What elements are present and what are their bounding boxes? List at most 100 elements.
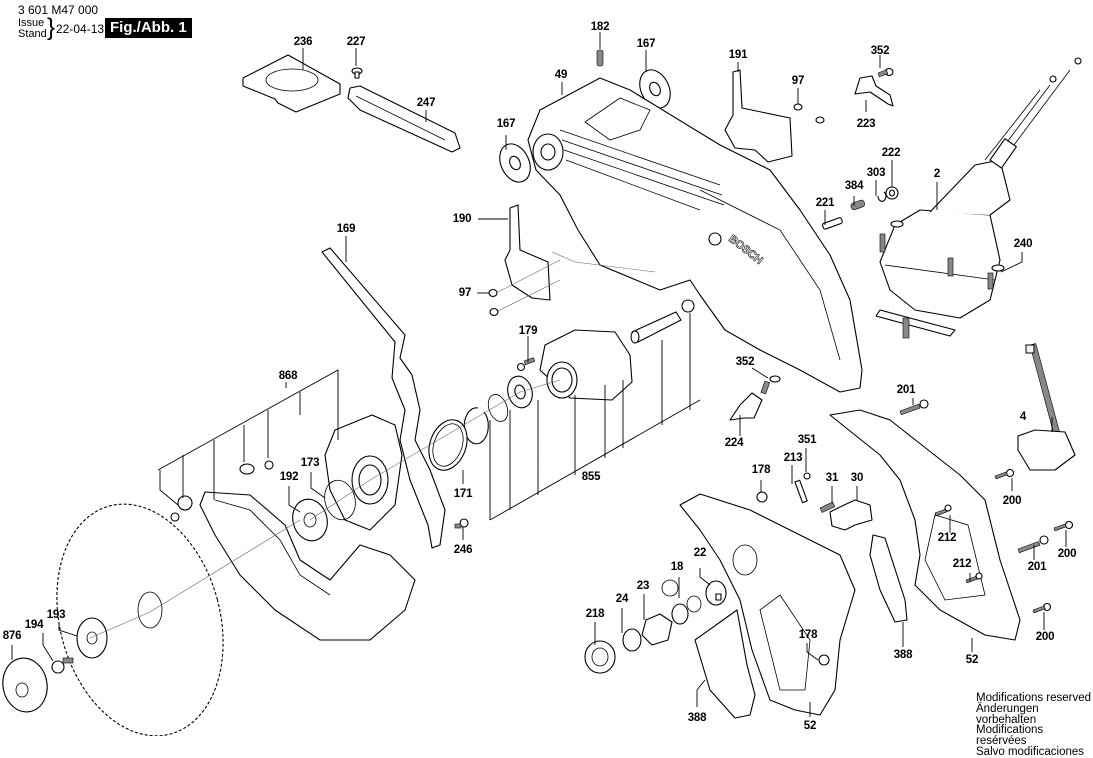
callout-240[interactable]: 240 [1013,238,1033,250]
part-18-ring[interactable] [671,603,689,625]
callout-218[interactable]: 218 [585,608,605,620]
callout-351[interactable]: 351 [797,434,817,446]
part-shaft-nut[interactable] [681,299,695,313]
callout-200-mid[interactable]: 200 [1057,548,1077,560]
part-blade-guard[interactable] [199,491,416,641]
part-saw-blade[interactable] [32,485,248,736]
callout-4[interactable]: 4 [1019,411,1027,423]
callout-227[interactable]: 227 [346,36,366,48]
part-351-screw[interactable] [803,472,811,480]
callout-182[interactable]: 182 [590,21,610,33]
part-167-washer-right[interactable] [634,65,676,113]
callout-192[interactable]: 192 [279,471,299,483]
callout-167-top[interactable]: 167 [636,38,656,50]
part-388-grip-left[interactable] [694,609,756,719]
part-194-bolt[interactable] [51,657,74,674]
callout-179[interactable]: 179 [518,325,538,337]
part-52-handle-right[interactable] [829,409,1021,641]
part-201-screw-top[interactable] [899,399,929,416]
callout-212-bottom[interactable]: 212 [952,558,972,570]
callout-30[interactable]: 30 [850,472,864,484]
part-218-dial[interactable] [584,640,616,674]
part-876-cap[interactable] [0,655,51,716]
part-167-washer-left[interactable] [494,139,536,187]
part-wave-washer[interactable] [485,392,511,424]
part-49-housing[interactable]: BOSCH [527,77,863,393]
part-171-spring[interactable] [422,414,474,475]
part-23-housing[interactable] [641,613,673,646]
callout-191[interactable]: 191 [728,49,748,61]
callout-97-bottom[interactable]: 97 [458,287,472,299]
callout-221[interactable]: 221 [815,197,835,209]
part-352-screw-mid[interactable] [760,375,781,395]
part-352-screw-top[interactable] [877,67,894,78]
callout-31[interactable]: 31 [825,472,839,484]
part-4-clamp[interactable] [1017,343,1076,471]
callout-246[interactable]: 246 [453,544,473,556]
part-30-switch-button[interactable] [829,499,873,531]
part-22-cover-plate[interactable] [705,580,727,606]
part-223-clip[interactable] [854,75,894,107]
callout-876[interactable]: 876 [2,630,22,642]
callout-303[interactable]: 303 [866,167,886,179]
part-169-lever[interactable] [321,247,446,549]
callout-855[interactable]: 855 [581,471,601,483]
part-guard-plate[interactable] [324,414,403,531]
part-97-screws-top[interactable] [793,103,825,124]
part-178-nut-bottom[interactable] [818,654,830,666]
part-213-pin[interactable] [794,479,808,504]
callout-236[interactable]: 236 [293,36,313,48]
callout-224[interactable]: 224 [724,437,744,449]
part-221-pin[interactable] [822,217,843,230]
part-303-retaining-ring[interactable] [877,191,887,202]
callout-201-bottom[interactable]: 201 [1027,561,1047,573]
part-227-screw[interactable] [351,67,363,79]
part-212-screws[interactable] [934,504,983,584]
callout-178-bottom[interactable]: 178 [798,629,818,641]
callout-2[interactable]: 2 [933,168,941,180]
part-193-flange[interactable] [76,617,108,659]
part-388-grip-right[interactable] [869,534,908,623]
callout-223[interactable]: 223 [856,118,876,130]
callout-22[interactable]: 22 [693,547,707,559]
part-240-screws[interactable] [879,220,1005,290]
callout-49[interactable]: 49 [554,69,568,81]
part-179-screw[interactable] [516,357,536,372]
part-178-nut-top[interactable] [756,491,768,503]
part-2-motor[interactable] [875,57,1082,339]
callout-178-top[interactable]: 178 [751,464,771,476]
part-247-bar[interactable] [347,85,461,153]
callout-18[interactable]: 18 [670,561,684,573]
callout-167-left[interactable]: 167 [496,118,516,130]
callout-171[interactable]: 171 [453,488,473,500]
part-52-handle-left[interactable] [679,493,856,716]
part-173-o-ring[interactable] [320,477,359,523]
part-191-bracket[interactable] [724,69,793,163]
callout-201-top[interactable]: 201 [896,384,916,396]
callout-352-top[interactable]: 352 [870,45,890,57]
part-190-bracket[interactable] [504,204,551,301]
part-31-spring[interactable] [819,501,836,513]
callout-212-top[interactable]: 212 [937,532,957,544]
part-24-knob[interactable] [622,628,642,652]
callout-194[interactable]: 194 [24,619,44,631]
part-868-washers[interactable] [170,460,274,522]
callout-247[interactable]: 247 [416,97,436,109]
part-shaft[interactable] [630,311,682,344]
callout-52-right[interactable]: 52 [965,654,979,666]
callout-52-bottom[interactable]: 52 [803,720,817,732]
callout-868[interactable]: 868 [278,370,298,382]
callout-169[interactable]: 169 [336,223,356,235]
callout-193[interactable]: 193 [46,609,66,621]
callout-222[interactable]: 222 [881,147,901,159]
callout-97-top[interactable]: 97 [791,75,805,87]
callout-352-mid[interactable]: 352 [735,356,755,368]
part-200-screws[interactable] [994,468,1074,614]
part-384-spring[interactable] [850,199,866,211]
callout-388-right[interactable]: 388 [893,649,913,661]
callout-23[interactable]: 23 [636,580,650,592]
callout-200-top[interactable]: 200 [1002,495,1022,507]
part-circlip[interactable] [463,407,489,445]
callout-173[interactable]: 173 [300,457,320,469]
part-182-pin[interactable] [596,49,604,67]
